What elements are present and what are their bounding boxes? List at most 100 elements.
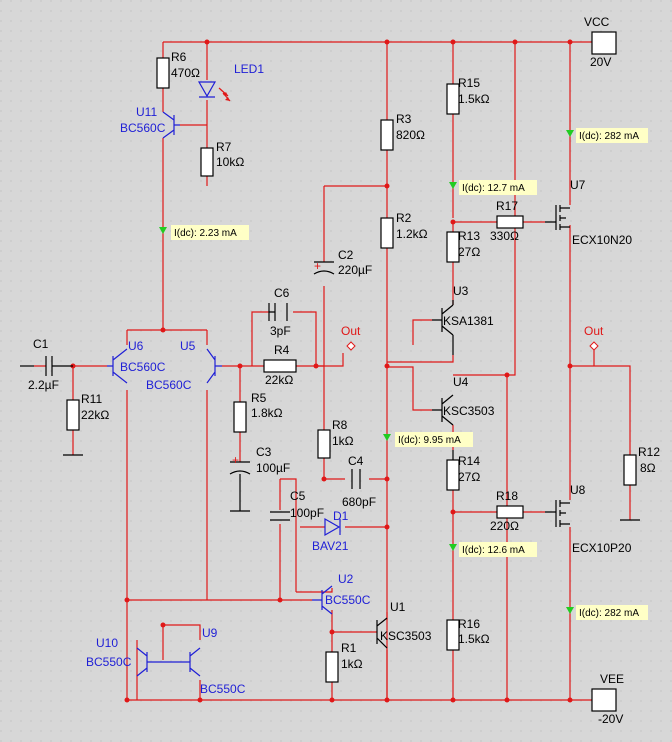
- c3-plus: +: [232, 453, 239, 467]
- component-labels: R6 470Ω LED1 U11 BC560C R7 10kΩ R3 820Ω …: [28, 50, 660, 696]
- current-probe: I(dc): 12.6 mA: [449, 542, 537, 557]
- u9-ref: U9: [202, 626, 218, 640]
- vcc-value: 20V: [590, 55, 611, 69]
- current-probe: I(dc): 282 mA: [566, 128, 648, 143]
- out-label-speaker: Out: [584, 324, 604, 338]
- u5-type: BC560C: [146, 378, 192, 392]
- u6-symbol: [107, 348, 128, 384]
- r4-value: 22kΩ: [265, 373, 293, 387]
- r12-ref: R12: [638, 445, 660, 459]
- led1-ref: LED1: [234, 62, 264, 76]
- r17-value: 330Ω: [490, 229, 519, 243]
- probe-reading: I(dc): 282 mA: [579, 608, 639, 619]
- c6-ref: C6: [274, 286, 290, 300]
- r7-ref: R7: [216, 140, 232, 154]
- r7-body: [200, 147, 214, 177]
- r11-ref: R11: [81, 392, 102, 406]
- c3-symbol: [229, 461, 251, 511]
- vee-name: VEE: [600, 672, 624, 686]
- c3-value: 100µF: [256, 461, 290, 475]
- u7-ref: U7: [570, 178, 586, 192]
- r3-body: [380, 119, 394, 151]
- r13-value: 27Ω: [458, 245, 480, 259]
- vcc-name: VCC: [584, 15, 610, 29]
- u9-type: BC550C: [200, 682, 246, 696]
- u8-ref: U8: [570, 483, 586, 497]
- current-arrow-icon: [383, 434, 391, 441]
- r6-value: 470Ω: [171, 66, 200, 80]
- r3-value: 820Ω: [396, 128, 425, 142]
- current-arrow-icon: [449, 544, 457, 551]
- c4-ref: C4: [348, 454, 364, 468]
- u9-symbol: [163, 647, 201, 677]
- r2-value: 1.2kΩ: [396, 227, 428, 241]
- r8-value: 1kΩ: [332, 434, 354, 448]
- r18-body: [496, 505, 524, 519]
- junctions: [70, 39, 573, 703]
- c2-value: 220µF: [338, 263, 372, 277]
- current-probes: I(dc): 2.23 mA I(dc): 12.7 mA I(dc): 282…: [159, 128, 648, 620]
- out-probes: Out Out: [341, 324, 604, 366]
- probe-reading: I(dc): 12.7 mA: [462, 183, 525, 194]
- r4-ref: R4: [274, 343, 290, 357]
- r5-body: [233, 401, 247, 433]
- c1-ref: C1: [33, 337, 49, 351]
- r4-body: [263, 359, 297, 373]
- r16-body: [446, 619, 460, 651]
- u8-type: ECX10P20: [572, 541, 632, 555]
- r7-value: 10kΩ: [216, 155, 244, 169]
- r1-body: [325, 651, 339, 683]
- r18-value: 220Ω: [490, 519, 519, 533]
- c5-symbol: [270, 511, 290, 521]
- u5-symbol: [206, 348, 222, 384]
- u6-type: BC560C: [120, 360, 166, 374]
- current-probe: I(dc): 2.23 mA: [159, 225, 249, 240]
- current-arrow-icon: [566, 607, 574, 614]
- r11-value: 22kΩ: [81, 408, 109, 422]
- r12-value: 8Ω: [640, 461, 656, 475]
- u7-type: ECX10N20: [572, 233, 632, 247]
- d1-type: BAV21: [312, 539, 349, 553]
- probe-reading: I(dc): 2.23 mA: [174, 228, 237, 239]
- transistors-small: [107, 111, 333, 677]
- u10-ref: U10: [96, 636, 118, 650]
- probe-reading: I(dc): 9.95 mA: [398, 435, 461, 446]
- r11-body: [66, 399, 80, 431]
- u5-ref: U5: [180, 339, 196, 353]
- led1-symbol: [197, 81, 231, 102]
- out-label-feedback: Out: [341, 324, 361, 338]
- u4-ref: U4: [453, 375, 469, 389]
- probe-diamond-icon: [346, 341, 356, 351]
- u8-symbol: [545, 500, 570, 527]
- u6-ref: U6: [128, 339, 144, 353]
- c6-value: 3pF: [270, 324, 291, 338]
- u2-symbol: [312, 585, 333, 615]
- c5-ref: C5: [290, 489, 306, 503]
- c2-ref: C2: [338, 248, 354, 262]
- current-probe: I(dc): 12.7 mA: [449, 180, 537, 195]
- u7-symbol: [545, 205, 570, 230]
- r8-ref: R8: [332, 418, 348, 432]
- r5-ref: R5: [251, 391, 267, 405]
- capacitors: [45, 261, 361, 521]
- c5-value: 100pF: [290, 506, 324, 520]
- r17-body: [496, 215, 524, 229]
- r6-ref: R6: [171, 50, 187, 64]
- u10-type: BC550C: [86, 655, 132, 669]
- r14-ref: R14: [458, 454, 480, 468]
- current-probe: I(dc): 9.95 mA: [383, 432, 473, 447]
- vcc-terminal: VCC 20V: [584, 15, 617, 69]
- r3-ref: R3: [396, 112, 412, 126]
- r8-body: [317, 429, 331, 459]
- c1-value: 2.2µF: [28, 378, 59, 392]
- r1-value: 1kΩ: [341, 657, 363, 671]
- r16-value: 1.5kΩ: [458, 632, 490, 646]
- c1-symbol: [45, 356, 73, 376]
- u3-symbol: [432, 304, 454, 355]
- d1-symbol: [324, 517, 341, 537]
- u1-type: KSC3503: [380, 629, 432, 643]
- current-arrow-icon: [566, 130, 574, 137]
- u3-ref: U3: [453, 284, 469, 298]
